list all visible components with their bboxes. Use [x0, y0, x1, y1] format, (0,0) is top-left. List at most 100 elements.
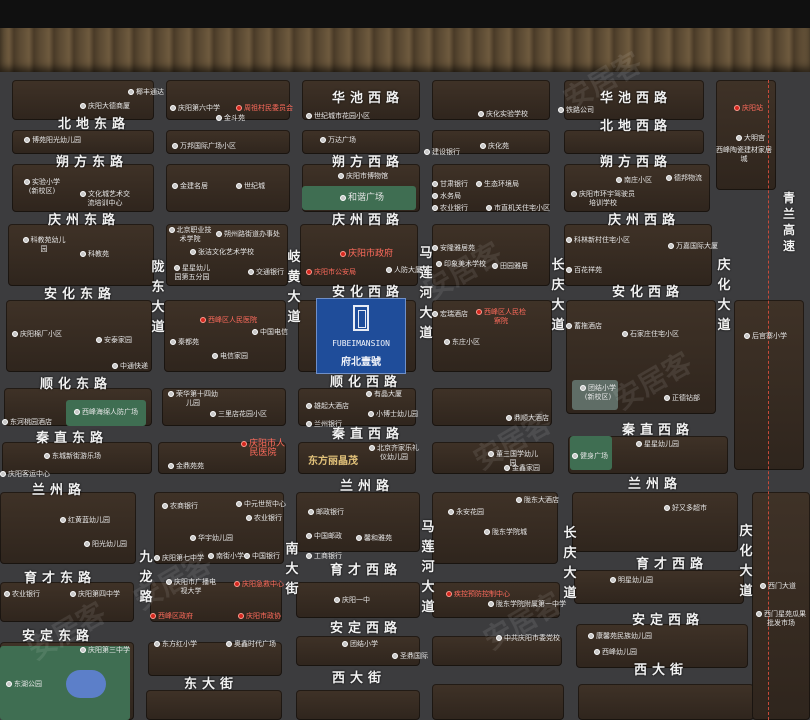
poi: 金鼎苑苑 — [168, 462, 204, 471]
poi-dot-icon — [480, 143, 486, 149]
block — [12, 164, 154, 212]
poi-dot-icon — [616, 177, 622, 183]
poi-dot-icon — [504, 465, 510, 471]
block — [158, 442, 286, 474]
road-shuofang-e: 朔方东路 — [56, 155, 129, 170]
poi: 团结小学(新校区) — [578, 384, 618, 402]
poi-dot-icon — [244, 553, 250, 559]
block — [432, 164, 550, 212]
poi: 三里店花园小区 — [210, 410, 267, 419]
poi-station: 庆阳站 — [734, 104, 763, 113]
poi: 南街小学 — [208, 552, 244, 561]
poi-gov: 庆阳市公安局 — [306, 268, 356, 277]
poi-dot-icon — [238, 613, 244, 619]
poi-dot-icon — [306, 269, 312, 275]
poi-dot-icon — [488, 451, 494, 457]
poi-gov: 疾控预防控制中心 — [446, 590, 510, 599]
poi: 鼎顺大酒店 — [506, 414, 549, 423]
road-qingzhou-e: 庆州东路 — [48, 213, 121, 228]
poi: 董三国学幼儿园 — [486, 450, 540, 468]
road-beidi-e: 北地东路 — [58, 117, 131, 132]
block — [162, 388, 286, 426]
poi: 陇东学院附属第一中学 — [488, 600, 566, 609]
road-yucai-w: 育才西路 — [330, 563, 403, 578]
road-jiulong: 九龙路 — [139, 550, 153, 605]
poi-dot-icon — [170, 339, 176, 345]
hospital-icon — [200, 317, 206, 323]
poi-dot-icon — [334, 597, 340, 603]
poi-dot-icon — [80, 251, 86, 257]
road-changqing: 长庆大道 — [551, 258, 565, 333]
poi-dot-icon — [392, 653, 398, 659]
poi-dot-icon — [386, 267, 392, 273]
road-anhua-w: 安化西路 — [332, 285, 405, 300]
poi-dot-icon — [756, 611, 762, 617]
poi: 交通银行 — [248, 268, 284, 277]
poi: 东湖公园 — [6, 680, 42, 689]
block — [0, 492, 136, 564]
block — [432, 636, 562, 666]
block — [166, 80, 290, 120]
poi: 东城新街游乐场 — [44, 452, 101, 461]
poi-dot-icon — [444, 339, 450, 345]
poi-dot-icon — [236, 183, 242, 189]
poi-dot-icon — [4, 591, 10, 597]
poi: 西峰幼儿园 — [594, 648, 637, 657]
block — [432, 442, 554, 474]
poi-dot-icon — [172, 183, 178, 189]
poi-dot-icon — [174, 265, 180, 271]
poi-dot-icon — [236, 501, 242, 507]
poi: 中元世贸中心 — [236, 500, 286, 509]
block — [148, 642, 282, 676]
road-huachi-w2: 华池西路 — [600, 91, 673, 106]
poi-dot-icon — [736, 135, 742, 141]
poi: 陇东学院城 — [484, 528, 527, 537]
poi: 馨和雅苑 — [356, 534, 392, 543]
poi: 大明宫 — [736, 134, 765, 143]
poi-dot-icon — [306, 533, 312, 539]
poi-dot-icon — [566, 323, 572, 329]
poi: 星星幼儿园第五分园 — [174, 264, 210, 281]
poi: 健身广场 — [572, 452, 608, 461]
project-gold-label: 东方丽晶茂 — [308, 456, 358, 467]
road-qinglan-expressway: 青兰高速 — [782, 191, 795, 253]
road-qingzhou-w2: 庆州西路 — [608, 213, 681, 228]
poi-dot-icon — [60, 517, 66, 523]
block — [298, 388, 416, 426]
poi: 西门大道 — [760, 582, 796, 591]
project-name-en: FUBEIMANSION — [332, 339, 390, 348]
block — [296, 690, 420, 720]
block — [166, 224, 288, 286]
poi-dot-icon — [496, 635, 502, 641]
poi-dot-icon — [208, 553, 214, 559]
poi-gov: 西峰区人民检察院 — [474, 308, 528, 326]
poi: 荣华第十四幼儿园 — [168, 390, 218, 408]
road-qinghua: 庆化大道 — [717, 258, 731, 333]
poi-dot-icon — [70, 591, 76, 597]
poi: 中国银行 — [244, 552, 280, 561]
poi-hospital: 庆阳急救中心 — [234, 580, 284, 589]
poi: 东方红小学 — [154, 640, 197, 649]
block — [432, 492, 558, 564]
poi-dot-icon — [96, 337, 102, 343]
project-name-cn: 府北壹號 — [341, 357, 381, 368]
poi-dot-icon — [580, 385, 586, 391]
poi: 建设银行 — [424, 148, 460, 157]
poi: 红黄蓝幼儿园 — [60, 516, 110, 525]
poi: 阳光幼儿园 — [84, 540, 127, 549]
poi-hospital: 庆阳市人民医院 — [240, 440, 286, 458]
block — [12, 130, 154, 154]
poi: 庆阳大德商厦 — [80, 102, 130, 111]
poi: 印象美术学校 — [436, 260, 486, 269]
road-anding-w: 安定西路 — [330, 621, 403, 636]
road-xida2: 西大街 — [634, 663, 689, 678]
poi: 科教苑幼儿园 — [22, 236, 66, 254]
poi: 中国邮政 — [306, 532, 342, 541]
road-qihuang: 岐黄大道 — [287, 250, 301, 325]
project-pin[interactable]: FUBEIMANSION 府北壹號 — [316, 298, 406, 374]
poi-dot-icon — [246, 515, 252, 521]
poi-dot-icon — [12, 331, 18, 337]
poi-dot-icon — [80, 191, 86, 197]
hospital-icon — [234, 581, 240, 587]
poi: 人防大厦 — [386, 266, 422, 275]
